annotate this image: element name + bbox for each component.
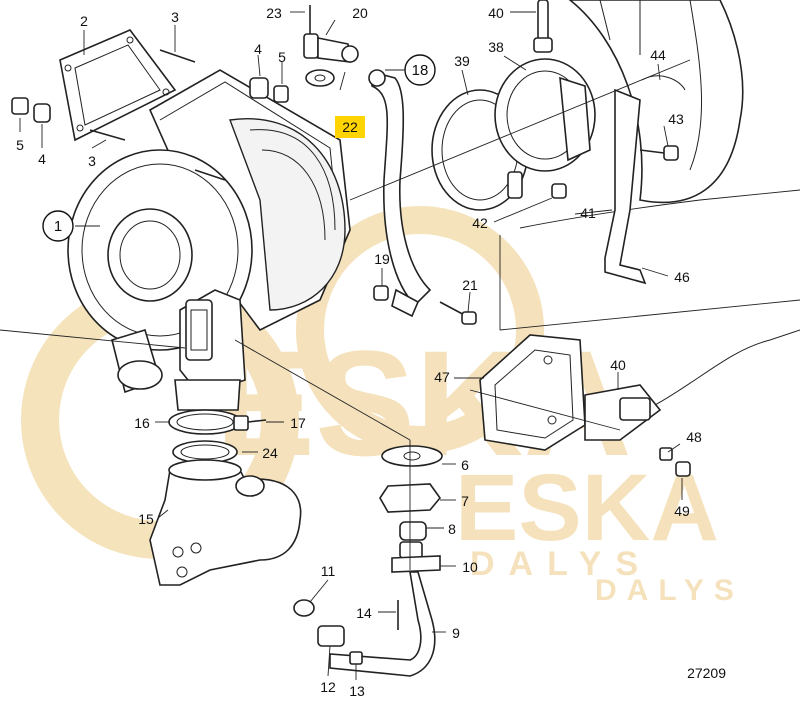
watermark-ring [296, 206, 544, 454]
callout-15: 15 [138, 511, 154, 527]
callout-3a: 3 [171, 9, 179, 25]
watermark-sub-2: DALYS [595, 574, 744, 607]
callout-20: 20 [352, 5, 368, 21]
outlet-flange [494, 58, 596, 172]
drawing-number: 27209 [687, 665, 726, 681]
callout-40b: 40 [610, 357, 626, 373]
callout-22-highlight [335, 116, 365, 138]
studs [89, 49, 226, 181]
callout-6: 6 [461, 457, 469, 473]
elbow-pipe [149, 459, 302, 586]
callout-38: 38 [488, 39, 504, 55]
bolts-19-21 [373, 285, 477, 325]
callout-1: 1 [54, 218, 62, 235]
callout-10: 10 [462, 559, 478, 575]
oil-return-assembly [293, 445, 443, 677]
callout-42: 42 [472, 215, 488, 231]
callout-22: 22 [342, 119, 358, 135]
callout-43: 43 [668, 111, 684, 127]
nuts-and-washers [11, 77, 289, 123]
sensor-bottom [469, 329, 800, 441]
oil-pipe [368, 69, 432, 318]
callout-4a: 4 [254, 41, 262, 57]
callout-44: 44 [650, 47, 666, 63]
callout-8: 8 [448, 521, 456, 537]
callout-17: 17 [290, 415, 306, 431]
callout-16: 16 [134, 415, 150, 431]
callout-14: 14 [356, 605, 372, 621]
heat-shield-bracket [551, 75, 686, 285]
callout-19: 19 [374, 251, 390, 267]
callout-39: 39 [454, 53, 470, 69]
callout-7: 7 [461, 493, 469, 509]
oil-fitting [303, 5, 359, 87]
compressor-inlet [107, 208, 193, 302]
callout-1-circle [42, 210, 74, 242]
callout-18-circle [404, 54, 436, 86]
engine-housing-panel [519, 0, 800, 229]
callout-41: 41 [580, 205, 596, 221]
callout-11: 11 [321, 563, 336, 579]
callout-46: 46 [674, 269, 690, 285]
callout-40a: 40 [488, 5, 504, 21]
gasket-flange [59, 29, 177, 142]
callout-5b: 5 [16, 137, 24, 153]
turbocharger-body [67, 69, 351, 411]
watermark-brand-small: ESKA [455, 455, 719, 561]
watermark-sub-1: DALYS [470, 545, 652, 583]
sensor-top [533, 0, 553, 53]
callout-5a: 5 [278, 49, 286, 65]
callout-47: 47 [434, 369, 450, 385]
callout-18: 18 [412, 62, 429, 79]
leader-lines [0, 11, 800, 680]
wastegate-actuator-bracket [185, 299, 213, 361]
callout-23: 23 [266, 5, 282, 21]
callout-12: 12 [320, 679, 336, 695]
callout-24: 24 [262, 445, 278, 461]
callout-4b: 4 [38, 151, 46, 167]
callout-9: 9 [452, 625, 460, 641]
callout-2: 2 [80, 13, 88, 29]
bolts-48-49 [659, 447, 691, 477]
callout-21: 21 [462, 277, 478, 293]
callout-48: 48 [686, 429, 702, 445]
callout-49: 49 [674, 503, 690, 519]
callout-13: 13 [349, 683, 365, 699]
callout-3b: 3 [88, 153, 96, 169]
